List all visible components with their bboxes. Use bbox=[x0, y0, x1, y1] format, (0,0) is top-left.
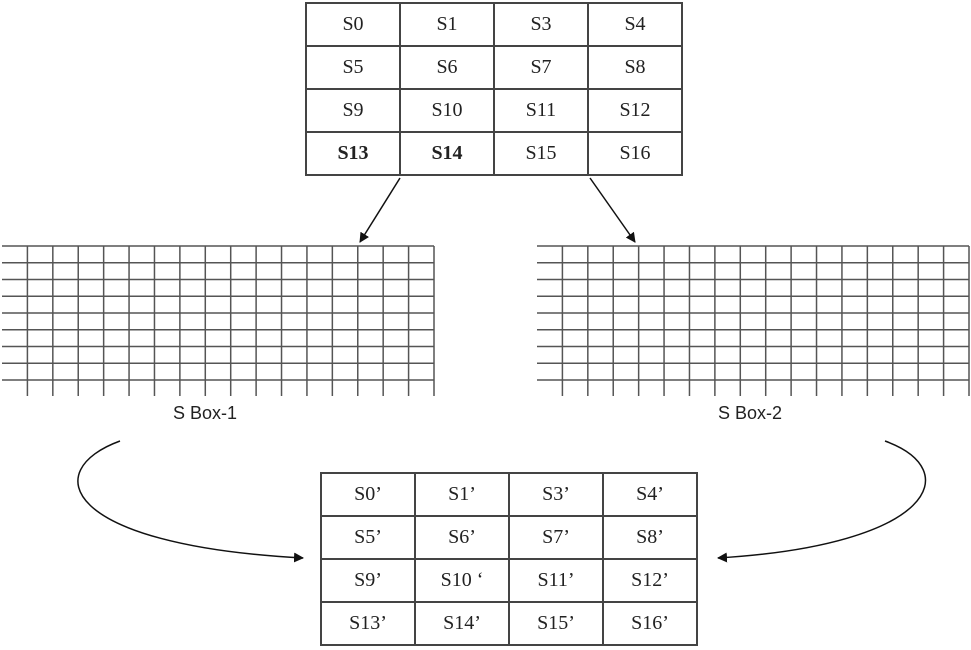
state-cell: S12’ bbox=[602, 558, 698, 603]
state-cell: S7’ bbox=[508, 515, 604, 560]
state-cell: S12 bbox=[587, 88, 683, 133]
state-cell: S15 bbox=[493, 131, 589, 176]
output-state-matrix: S0’ S1’ S3’ S4’ S5’ S6’ S7’ S8’ S9’ S10 … bbox=[320, 472, 698, 646]
state-cell: S16’ bbox=[602, 601, 698, 646]
state-cell: S5 bbox=[305, 45, 401, 90]
state-cell: S14 bbox=[399, 131, 495, 176]
state-cell: S11 bbox=[493, 88, 589, 133]
curved-arrow-from-sbox-1 bbox=[77, 440, 304, 563]
state-cell: S6 bbox=[399, 45, 495, 90]
arrow-to-sbox-2 bbox=[589, 177, 636, 243]
table-row: S9’ S10 ‘ S11’ S12’ bbox=[320, 558, 698, 603]
state-cell: S11’ bbox=[508, 558, 604, 603]
state-cell: S16 bbox=[587, 131, 683, 176]
state-cell: S13’ bbox=[320, 601, 416, 646]
table-row: S5’ S6’ S7’ S8’ bbox=[320, 515, 698, 560]
state-cell: S5’ bbox=[320, 515, 416, 560]
sbox-2-grid bbox=[537, 245, 970, 396]
state-cell: S14’ bbox=[414, 601, 510, 646]
state-cell: S9’ bbox=[320, 558, 416, 603]
state-cell: S7 bbox=[493, 45, 589, 90]
state-cell: S1’ bbox=[414, 472, 510, 517]
arrow-to-sbox-1 bbox=[359, 177, 401, 243]
state-cell: S6’ bbox=[414, 515, 510, 560]
sbox-2-label: S Box-2 bbox=[718, 403, 783, 423]
state-cell: S15’ bbox=[508, 601, 604, 646]
state-cell: S3 bbox=[493, 2, 589, 47]
table-row: S13 S14 S15 S16 bbox=[305, 131, 683, 176]
state-cell: S4’ bbox=[602, 472, 698, 517]
table-row: S0 S1 S3 S4 bbox=[305, 2, 683, 47]
table-row: S13’ S14’ S15’ S16’ bbox=[320, 601, 698, 646]
state-cell: S4 bbox=[587, 2, 683, 47]
state-cell: S13 bbox=[305, 131, 401, 176]
input-state-matrix: S0 S1 S3 S4 S5 S6 S7 S8 S9 S10 S11 S12 S… bbox=[305, 2, 683, 176]
state-cell: S3’ bbox=[508, 472, 604, 517]
state-cell: S0’ bbox=[320, 472, 416, 517]
state-cell: S0 bbox=[305, 2, 401, 47]
sbox-1-grid bbox=[2, 245, 435, 396]
table-row: S5 S6 S7 S8 bbox=[305, 45, 683, 90]
state-cell: S8’ bbox=[602, 515, 698, 560]
table-row: S9 S10 S11 S12 bbox=[305, 88, 683, 133]
curved-arrow-from-sbox-2 bbox=[717, 440, 927, 563]
state-cell: S8 bbox=[587, 45, 683, 90]
table-row: S0’ S1’ S3’ S4’ bbox=[320, 472, 698, 517]
sbox-1-label: S Box-1 bbox=[173, 403, 238, 423]
state-cell: S10 ‘ bbox=[414, 558, 510, 603]
state-cell: S10 bbox=[399, 88, 495, 133]
state-cell: S9 bbox=[305, 88, 401, 133]
state-cell: S1 bbox=[399, 2, 495, 47]
